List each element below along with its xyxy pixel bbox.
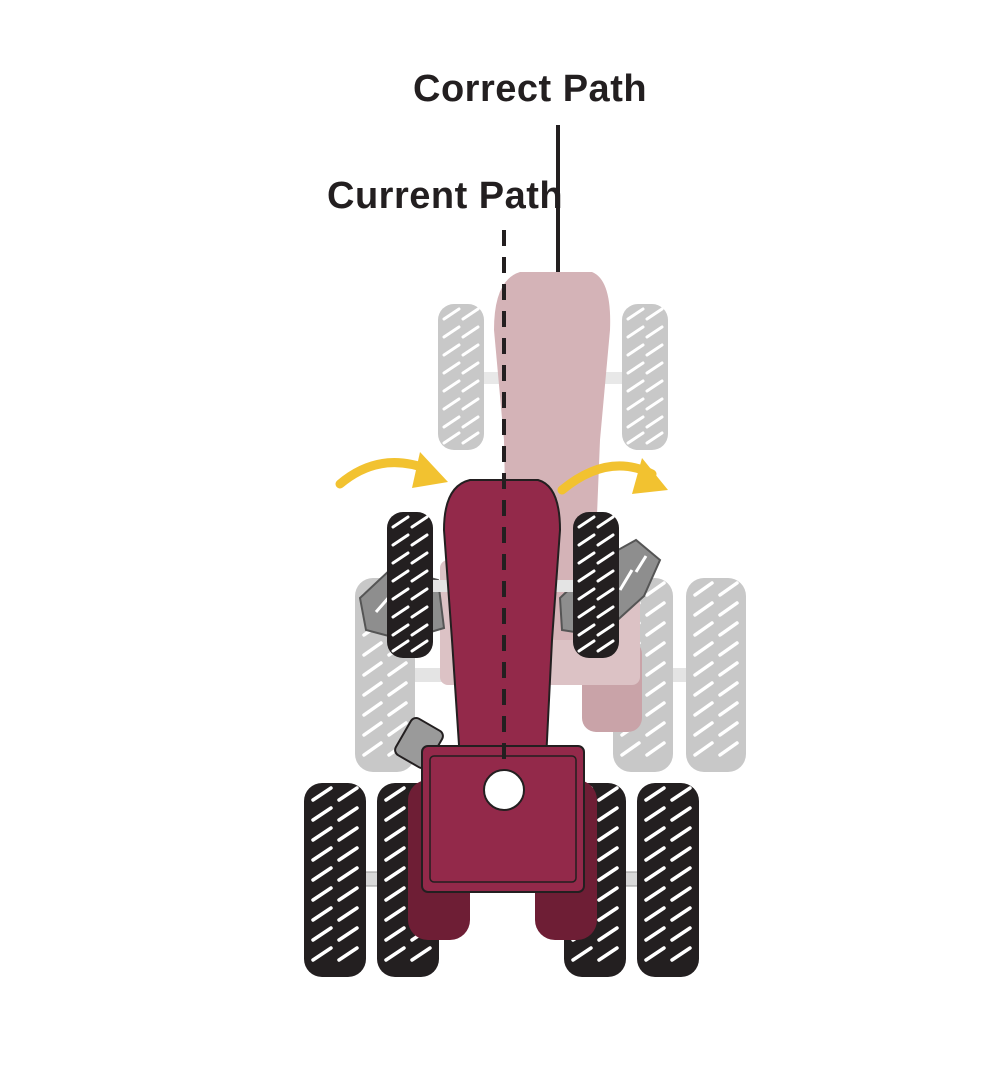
curved-arrow-icon — [557, 458, 668, 495]
tractor-cab — [421, 745, 585, 893]
ghost-front-left-tire — [436, 302, 486, 452]
rear-right-outer-tire — [635, 781, 701, 979]
ghost-rear-right-outer-tire — [684, 576, 748, 774]
ghost-front-right-tire — [620, 302, 670, 452]
correct-path-label: Correct Path — [413, 68, 648, 110]
curved-arrow-icon — [335, 452, 448, 489]
front-left-tire — [385, 510, 435, 660]
current-path-label: Current Path — [327, 175, 564, 217]
operator-seat-marker — [483, 769, 525, 811]
main-tractor — [302, 479, 701, 979]
front-right-tire — [571, 510, 621, 660]
rear-left-outer-tire — [302, 781, 368, 979]
